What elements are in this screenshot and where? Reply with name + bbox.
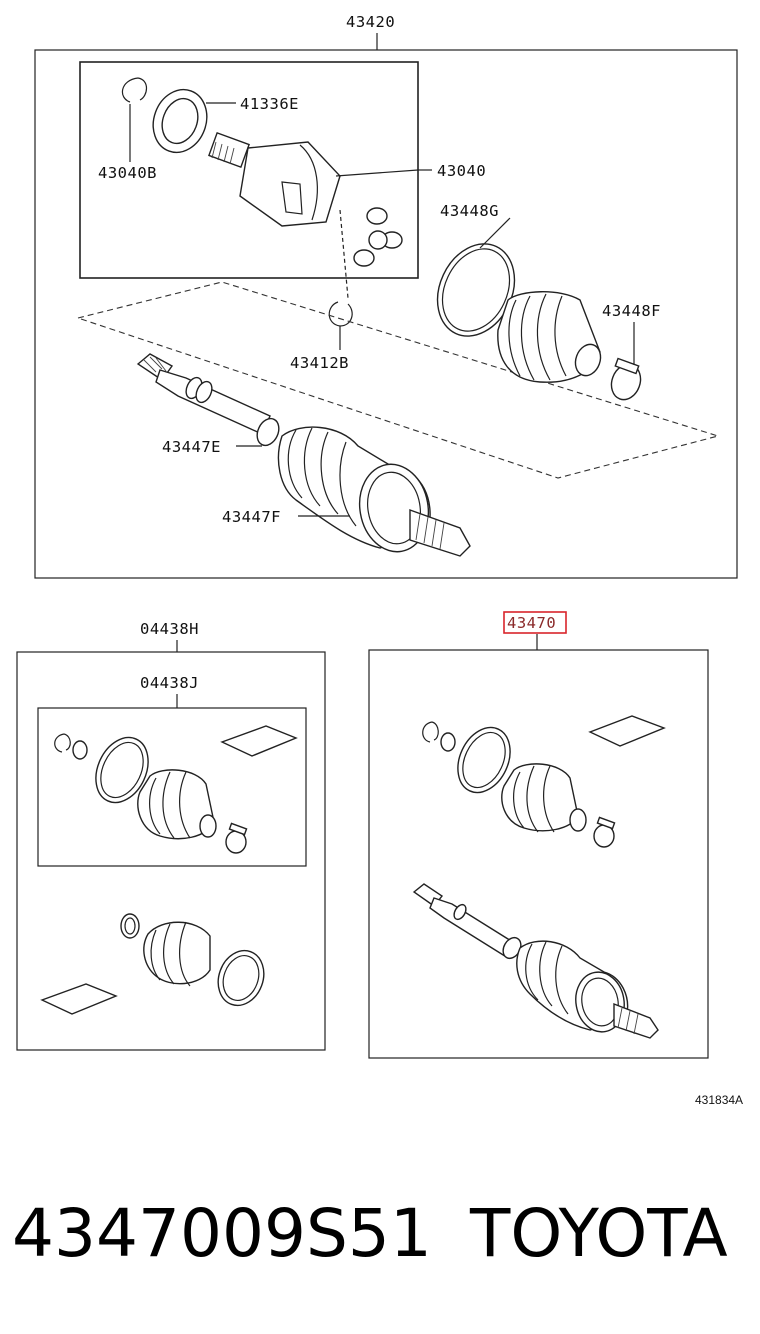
snap-ring-43040b: 43040B: [98, 77, 157, 182]
grease-packet-icon: [588, 715, 666, 747]
label-43040: 43040: [437, 162, 486, 180]
assembly-43470-frame: [368, 649, 709, 1059]
inner-boot: [497, 291, 602, 383]
drive-shaft: 43447E: [136, 353, 280, 456]
part-number: 4347009S51: [12, 1195, 432, 1272]
label-43447e: 43447E: [162, 438, 221, 456]
label-41336e: 41336E: [240, 95, 299, 113]
seal-41336e: 41336E: [152, 88, 299, 154]
brand-name: TOYOTA: [469, 1195, 728, 1272]
highlight-box-43470: [503, 611, 567, 634]
label-43470: 43470: [507, 614, 556, 632]
tripod-joint: [339, 207, 403, 299]
label-43448f: 43448F: [602, 302, 661, 320]
snap-ring-43412b: 43412B: [290, 301, 353, 372]
label-43040b: 43040B: [98, 164, 157, 182]
label-43420: 43420: [346, 13, 395, 31]
assembly-43420-frame: [34, 49, 738, 579]
kit-04438j-frame: [37, 707, 307, 867]
assembly-43420-group: 43420 43040B 41336E: [34, 13, 738, 579]
kit-04438h-group: 04438H 04438J: [16, 620, 326, 1051]
label-43448g: 43448G: [440, 202, 499, 220]
joint-housing-43040: 43040: [208, 132, 486, 227]
outer-boot-and-joint: 43447F: [222, 426, 471, 557]
label-43447f: 43447F: [222, 508, 281, 526]
dashed-subassembly-outline: [76, 281, 720, 479]
clamp-43448f: 43448F: [602, 302, 661, 401]
kit-04438h-frame: [16, 651, 326, 1051]
kit-43470-group: 43470: [368, 611, 709, 1059]
label-43412b: 43412B: [290, 354, 349, 372]
grease-packet-icon: [40, 983, 118, 1015]
label-04438j: 04438J: [140, 674, 199, 692]
label-04438h: 04438H: [140, 620, 199, 638]
grease-packet-icon: [220, 725, 298, 757]
image-code: 431834A: [695, 1093, 743, 1107]
